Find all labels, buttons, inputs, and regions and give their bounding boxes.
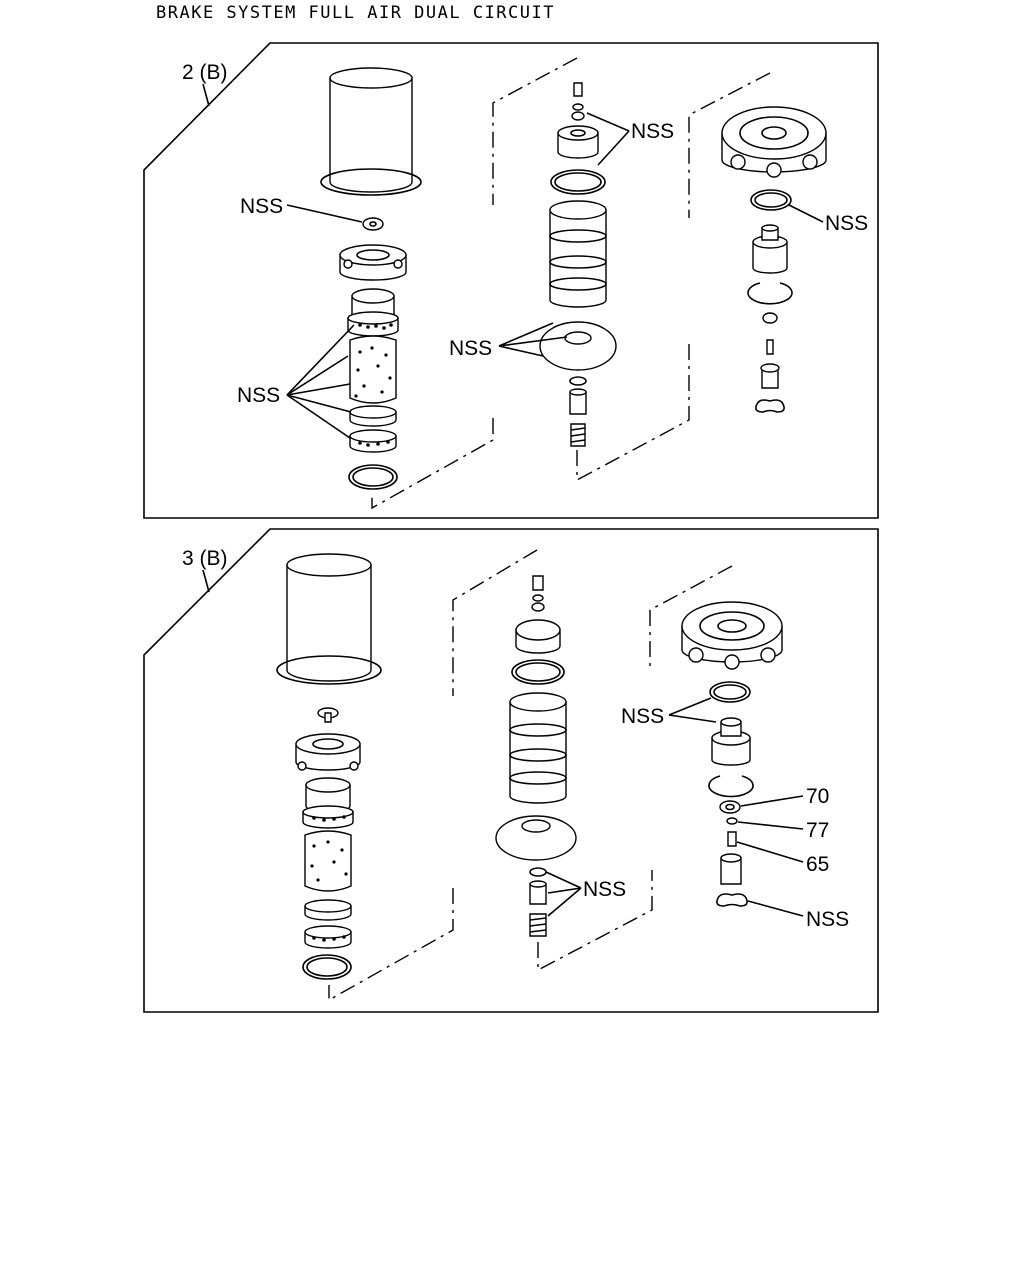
plunger (569, 388, 587, 415)
desiccant-cartridge (320, 67, 422, 196)
diaphragm (495, 815, 577, 861)
filter-disc (304, 899, 352, 921)
o-ring-lower (348, 464, 398, 490)
spring (570, 423, 586, 447)
piston-top (557, 125, 599, 159)
perforated-plate-upper (302, 805, 354, 829)
seal-washer (317, 707, 339, 723)
perforated-plate-upper (347, 311, 399, 337)
o-ring-lower (302, 954, 352, 980)
part-70-seat (719, 800, 741, 814)
panel-3b-frame (143, 528, 879, 1013)
diagram-title: BRAKE SYSTEM FULL AIR DUAL CIRCUIT (156, 3, 555, 23)
perforated-plate-lower (304, 925, 352, 949)
part-77-washer (726, 817, 738, 825)
panel-3b: 3 (B) (143, 528, 879, 1013)
panel-3b-callout-snap-ring: NSS (806, 908, 849, 931)
housing-cover (295, 733, 361, 771)
panel-3b-filter-column (276, 553, 382, 980)
o-ring-cover (750, 189, 792, 211)
guide (720, 853, 742, 885)
guide (760, 363, 780, 389)
diaphragm (539, 321, 617, 371)
panel-2b-frame (143, 42, 879, 519)
o-ring-cover (709, 681, 751, 703)
filter-cup (305, 777, 351, 813)
snap-ring (747, 282, 793, 305)
panel-3b-callout-65: 65 (806, 853, 829, 876)
seal-washer (362, 217, 384, 231)
plunger (529, 880, 547, 905)
part-65-pin (727, 831, 737, 847)
check-valve-body (752, 224, 788, 274)
filter-disc (349, 405, 397, 427)
panel-3b-callout-oring: NSS (621, 705, 664, 728)
snap-ring-lower (716, 893, 748, 907)
valve-seat (762, 312, 778, 324)
snap-ring-lower (755, 399, 785, 413)
o-ring-upper (550, 169, 606, 195)
panel-2b-filter-column (320, 67, 422, 490)
valve-body (509, 692, 567, 804)
panel-3b-label: 3 (B) (182, 547, 228, 570)
piston-top (515, 619, 561, 654)
end-cover (721, 106, 827, 178)
panel-2b-callout-filter: NSS (237, 384, 280, 407)
panel-2b-callout-diaphragm: NSS (449, 337, 492, 360)
desiccant-cartridge (276, 553, 382, 685)
perforated-plate-lower (349, 429, 397, 453)
small-o-ring (529, 867, 547, 877)
pin (766, 339, 774, 355)
housing-cover (339, 244, 407, 281)
screw-top (531, 575, 545, 612)
panel-3b-callout-70: 70 (806, 785, 829, 808)
o-ring-upper (511, 659, 565, 685)
small-o-ring (569, 376, 587, 386)
panel-2b-callout-oring: NSS (825, 212, 868, 235)
end-cover (681, 601, 783, 670)
screw-top (571, 82, 585, 121)
panel-3b-callout-77: 77 (806, 819, 829, 842)
valve-body (549, 200, 607, 308)
panel-2b-valve-column (539, 82, 617, 447)
panel-2b-callout-piston: NSS (631, 120, 674, 143)
panel-2b: 2 (B) (143, 42, 879, 519)
panel-3b-callout-plunger: NSS (583, 878, 626, 901)
desiccant-bag (304, 830, 352, 892)
spring (529, 913, 547, 937)
desiccant-bag (349, 335, 397, 404)
panel-2b-label: 2 (B) (182, 61, 228, 84)
check-valve-body (711, 717, 751, 766)
panel-2b-cover-column (721, 106, 827, 413)
snap-ring (708, 775, 754, 798)
panel-2b-callout-washer: NSS (240, 195, 283, 218)
panel-3b-cover-column (681, 601, 783, 907)
panel-3b-valve-column (495, 575, 577, 937)
